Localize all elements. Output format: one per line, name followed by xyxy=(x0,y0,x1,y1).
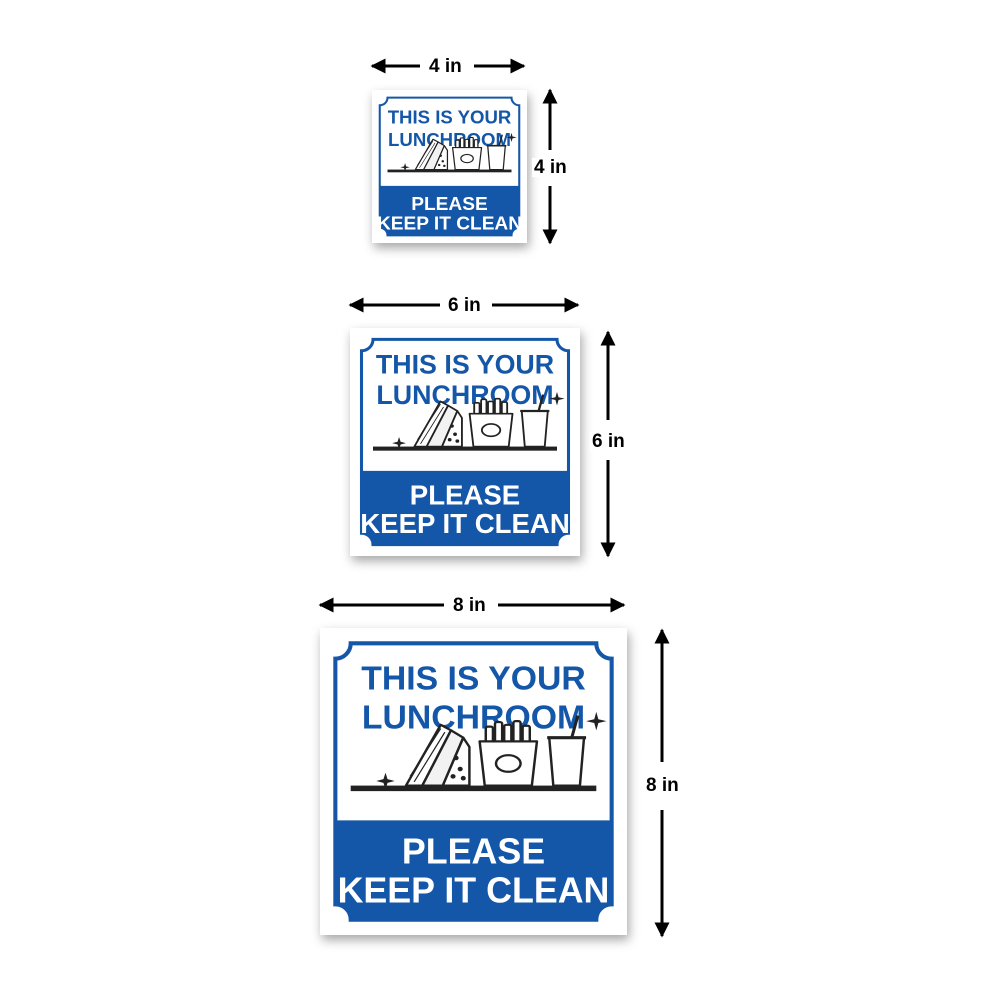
height-label: 6 in xyxy=(590,431,627,452)
sign-message-line1: PLEASE xyxy=(402,831,545,871)
sign-title-line2: LUNCHROOM xyxy=(388,129,511,150)
width-label: 4 in xyxy=(427,56,464,77)
message-panel xyxy=(361,470,569,545)
sign-8in: THIS IS YOUR LUNCHROOM PLEASE KEEP IT CL… xyxy=(320,628,627,935)
sign-6in: THIS IS YOUR LUNCHROOM PLEASE KEEP IT CL… xyxy=(350,328,580,556)
sign-message-line2: KEEP IT CLEAN xyxy=(377,214,522,235)
sign-message-line2: KEEP IT CLEAN xyxy=(360,508,570,539)
sign-title-line1: THIS IS YOUR xyxy=(388,107,512,128)
width-label: 8 in xyxy=(451,595,488,616)
sign-message-line1: PLEASE xyxy=(410,479,520,510)
sign-title-line1: THIS IS YOUR xyxy=(376,350,554,380)
message-panel xyxy=(379,185,520,236)
sign-title-line2: LUNCHROOM xyxy=(376,380,553,410)
sign-title-line2: LUNCHROOM xyxy=(362,698,585,736)
sign-4in: THIS IS YOUR LUNCHROOM PLEASE KEEP IT CL… xyxy=(372,90,527,243)
sign-title-line1: THIS IS YOUR xyxy=(361,659,586,697)
width-label: 6 in xyxy=(446,295,483,316)
height-label: 4 in xyxy=(532,157,569,178)
sign-message-line1: PLEASE xyxy=(411,194,487,215)
height-label: 8 in xyxy=(644,775,681,796)
message-panel xyxy=(335,820,612,920)
sign-message-line2: KEEP IT CLEAN xyxy=(338,870,610,910)
